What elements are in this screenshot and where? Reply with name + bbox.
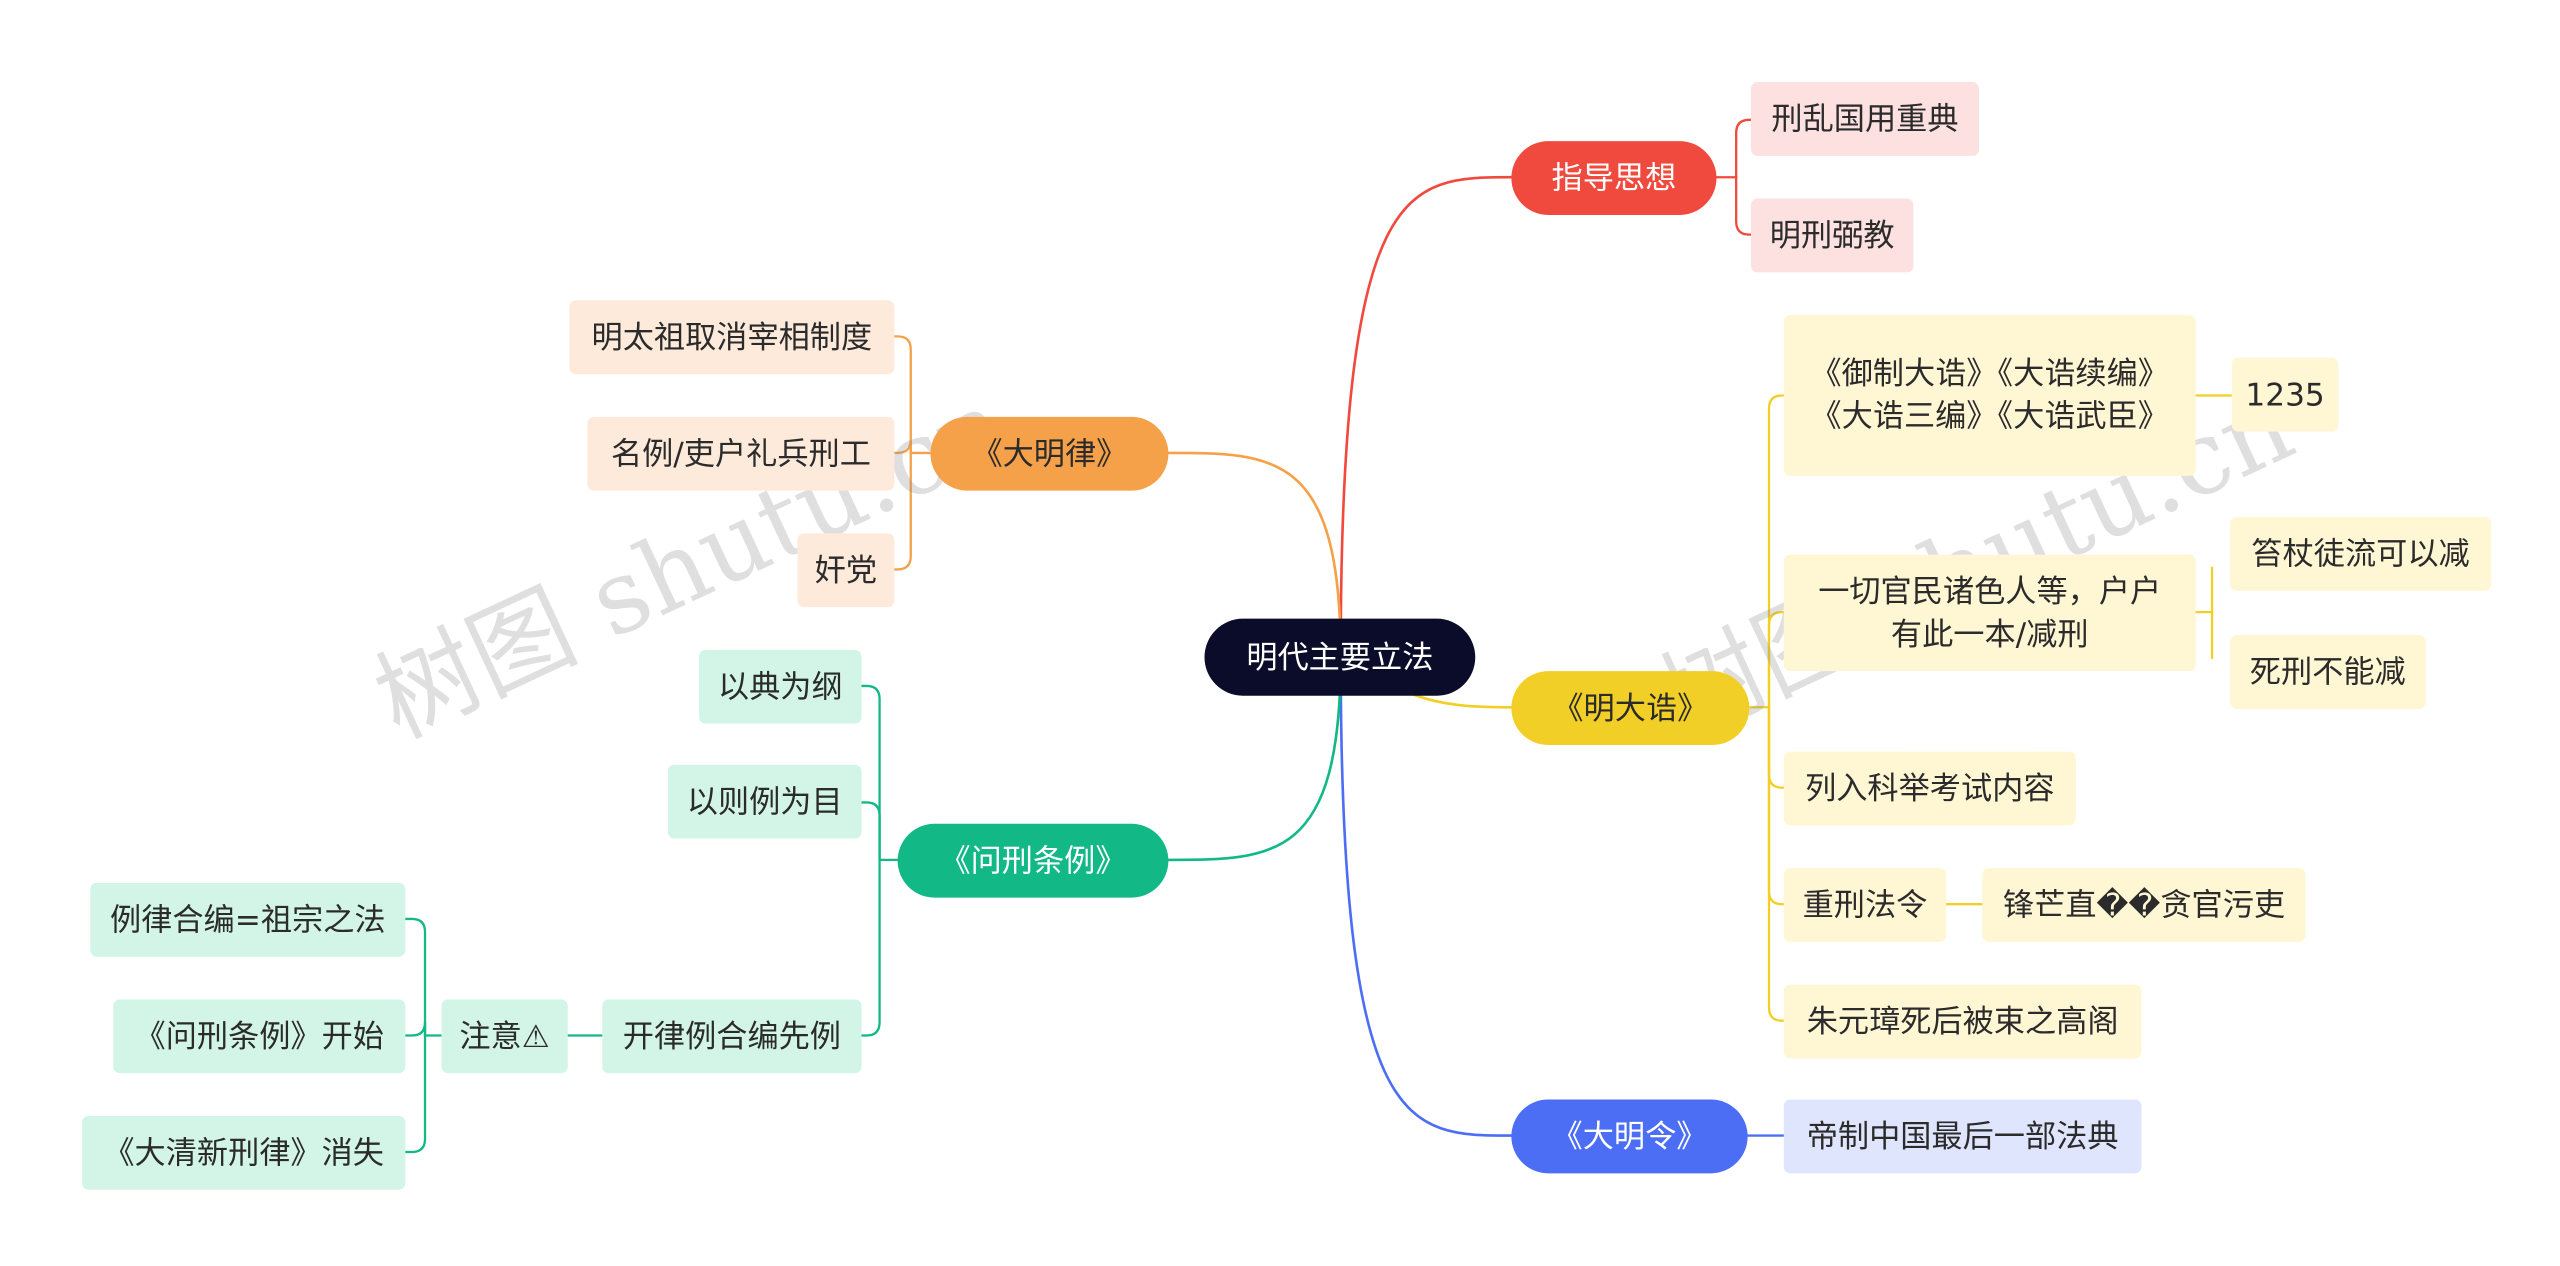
leaf-wenxing-note[interactable]: 注意⚠ [441,999,568,1074]
branch-guiding-ideology[interactable]: 指导思想 [1511,141,1717,215]
leaf-note-2[interactable]: 《问刑条例》开始 [113,999,406,1074]
connector-note-children-branch-1 [404,1022,427,1037]
connector-dagao-branch-1 [1767,610,1785,709]
leaf-note-1[interactable]: 例律合编=祖宗之法 [90,882,406,957]
connector-dagao-branch-2 [1767,706,1785,789]
leaf-guiding-1[interactable]: 刑乱国用重典 [1750,82,1980,156]
connector-dagao-branch-3 [1767,706,1785,906]
connector-guiding-branch-1 [1735,176,1753,236]
root-topic[interactable]: 明代主要立法 [1204,618,1476,696]
connector-guiding-branch-0 [1735,118,1753,179]
connector-wenxing-branch-1 [860,801,881,862]
connector-daminglu-branch-2 [893,451,912,571]
leaf-dagao-books[interactable]: 《御制大诰》《大诰续编》《大诰三编》《大诰武臣》 [1783,315,2196,476]
leaf-dagao-target-officials[interactable]: 锋芒直��贪官污吏 [1982,868,2306,942]
connector-note-children-branch-0 [404,917,427,1037]
leaf-dagao-no-reduce[interactable]: 死刑不能减 [2230,635,2426,709]
leaf-guiding-2[interactable]: 明刑弼教 [1750,198,1914,273]
connector-dagao-branch-0 [1767,394,1785,709]
connector-wenxing-branch-0 [860,684,881,862]
leaf-daming-ling-1[interactable]: 帝制中国最后一部法典 [1783,1099,2142,1174]
leaf-wenxing-1[interactable]: 以典为纲 [699,649,862,724]
branch-daming-lu[interactable]: 《大明律》 [930,416,1169,491]
connector-root-damingling [1339,655,1513,1137]
leaf-dagao-exam[interactable]: 列入科举考试内容 [1783,751,2076,826]
connector-root-daminglu [1167,451,1343,658]
leaf-note-3[interactable]: 《大清新刑律》消失 [82,1115,406,1190]
leaf-daminglu-3[interactable]: 奸党 [797,533,895,608]
connector-note-children-branch-2 [404,1034,427,1154]
connector-root-wenxing [1167,655,1343,862]
leaf-daminglu-2[interactable]: 名例/吏户礼兵刑工 [587,416,895,491]
connector-daminglu-branch-1 [893,439,912,455]
connector-daminglu-branch-0 [893,335,912,455]
leaf-daminglu-1[interactable]: 明太祖取消宰相制度 [569,300,895,375]
leaf-dagao-1235[interactable]: 1235 [2231,357,2339,432]
leaf-dagao-every-household[interactable]: 一切官民诸色人等，户户有此一本/减刑 [1783,554,2196,672]
branch-wenxing-tiaoli[interactable]: 《问刑条例》 [897,823,1169,898]
branch-ming-dagao[interactable]: 《明大诰》 [1511,671,1750,746]
leaf-dagao-shelved[interactable]: 朱元璋死后被束之高阁 [1783,984,2142,1059]
connector-dagao-branch-4 [1767,706,1785,1022]
branch-daming-ling[interactable]: 《大明令》 [1511,1099,1748,1174]
leaf-dagao-harsh-law[interactable]: 重刑法令 [1783,868,1947,942]
connector-wenxing-branch-2 [860,858,881,1037]
connector-root-guiding [1339,175,1513,658]
leaf-wenxing-2[interactable]: 以则例为目 [667,764,862,839]
leaf-dagao-reduce[interactable]: 笞杖徒流可以减 [2230,516,2492,591]
leaf-wenxing-3[interactable]: 开律例合编先例 [602,999,862,1074]
